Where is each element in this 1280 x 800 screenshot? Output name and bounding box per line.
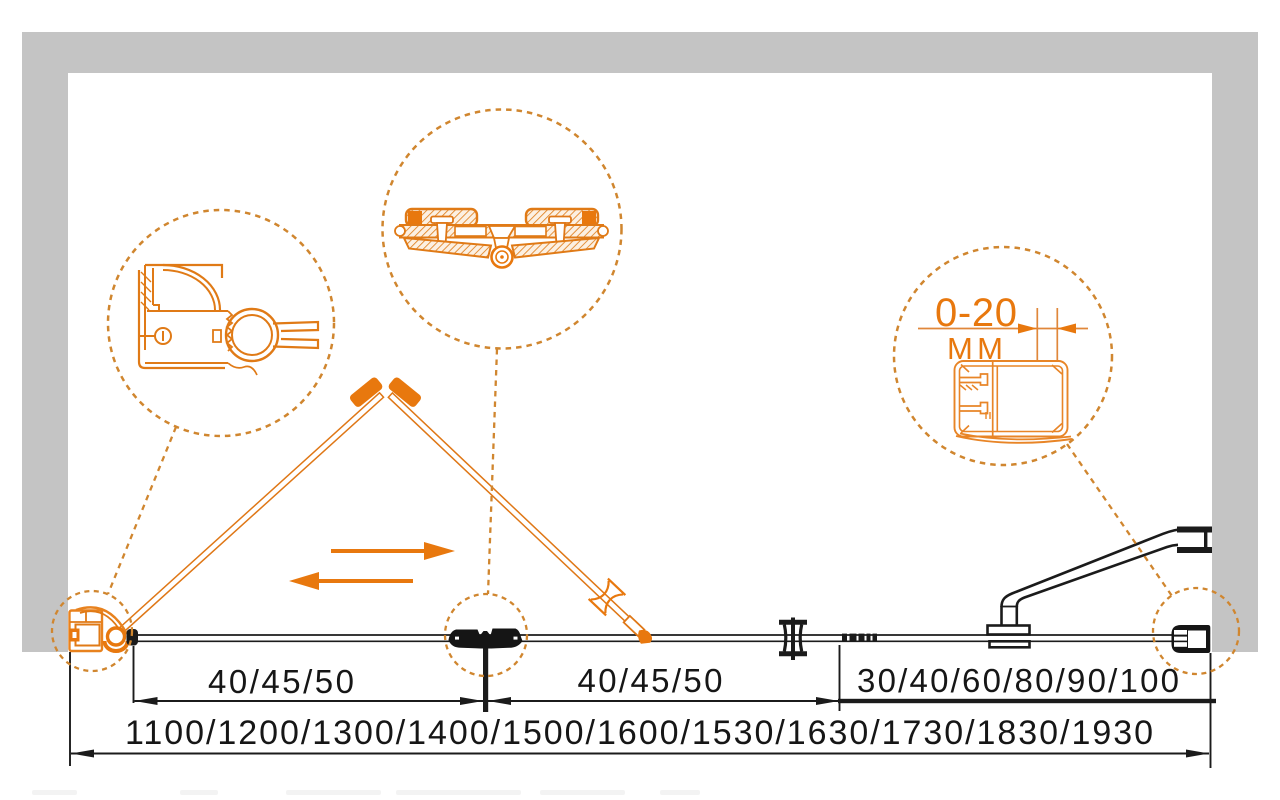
svg-text:40/45/50: 40/45/50 bbox=[578, 662, 723, 699]
svg-text:30/40/60/80/90/100: 30/40/60/80/90/100 bbox=[857, 662, 1179, 699]
svg-text:40/45/50: 40/45/50 bbox=[208, 663, 354, 700]
svg-text:1100/1200/1300/1400/1500/1600/: 1100/1200/1300/1400/1500/1600/1530/1630/… bbox=[125, 714, 1153, 752]
